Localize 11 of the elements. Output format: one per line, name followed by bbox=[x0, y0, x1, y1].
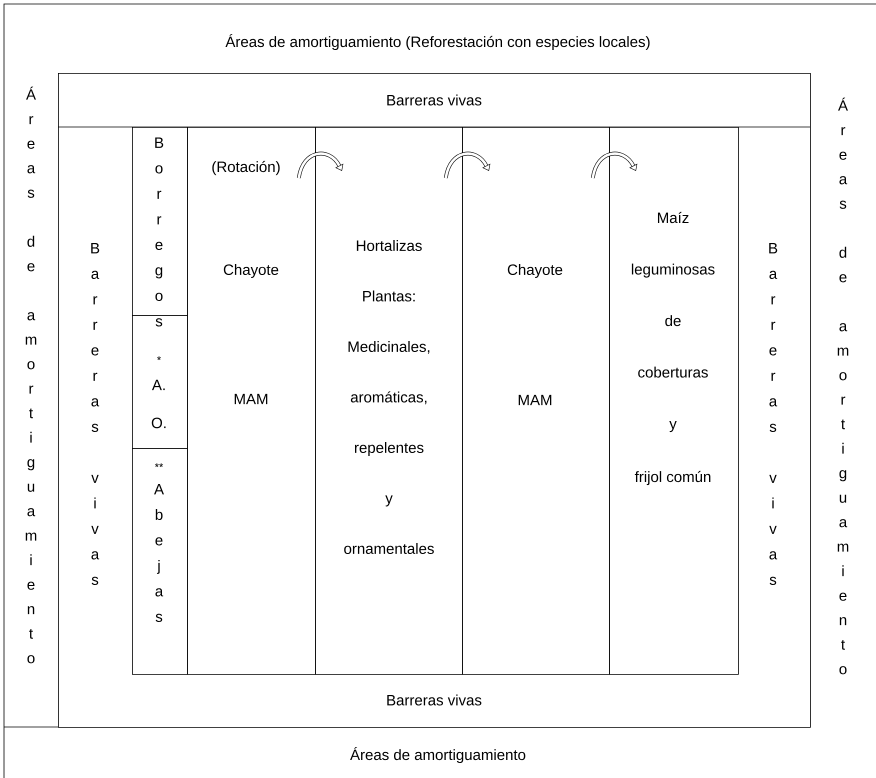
crop-strip: Hortalizas Plantas: Medicinales, aromáticas, repelentes y ornamentales bbox=[315, 127, 463, 675]
crop-strip: ** Abejas bbox=[132, 448, 188, 675]
crop-strip: Chayote MAM bbox=[462, 127, 610, 675]
node-label: s bbox=[156, 318, 162, 326]
vertical-label: Barreras vivas bbox=[91, 243, 100, 585]
rotation-arrow bbox=[444, 152, 490, 178]
rotation-arrow bbox=[590, 152, 638, 178]
crop-strip: Maíz leguminosas de coberturas y frijol común bbox=[609, 127, 739, 675]
vertical-label: Barreras vivas bbox=[769, 243, 778, 585]
rotation-arrow bbox=[296, 152, 344, 178]
annotation-label: (Rotación) bbox=[212, 160, 280, 176]
